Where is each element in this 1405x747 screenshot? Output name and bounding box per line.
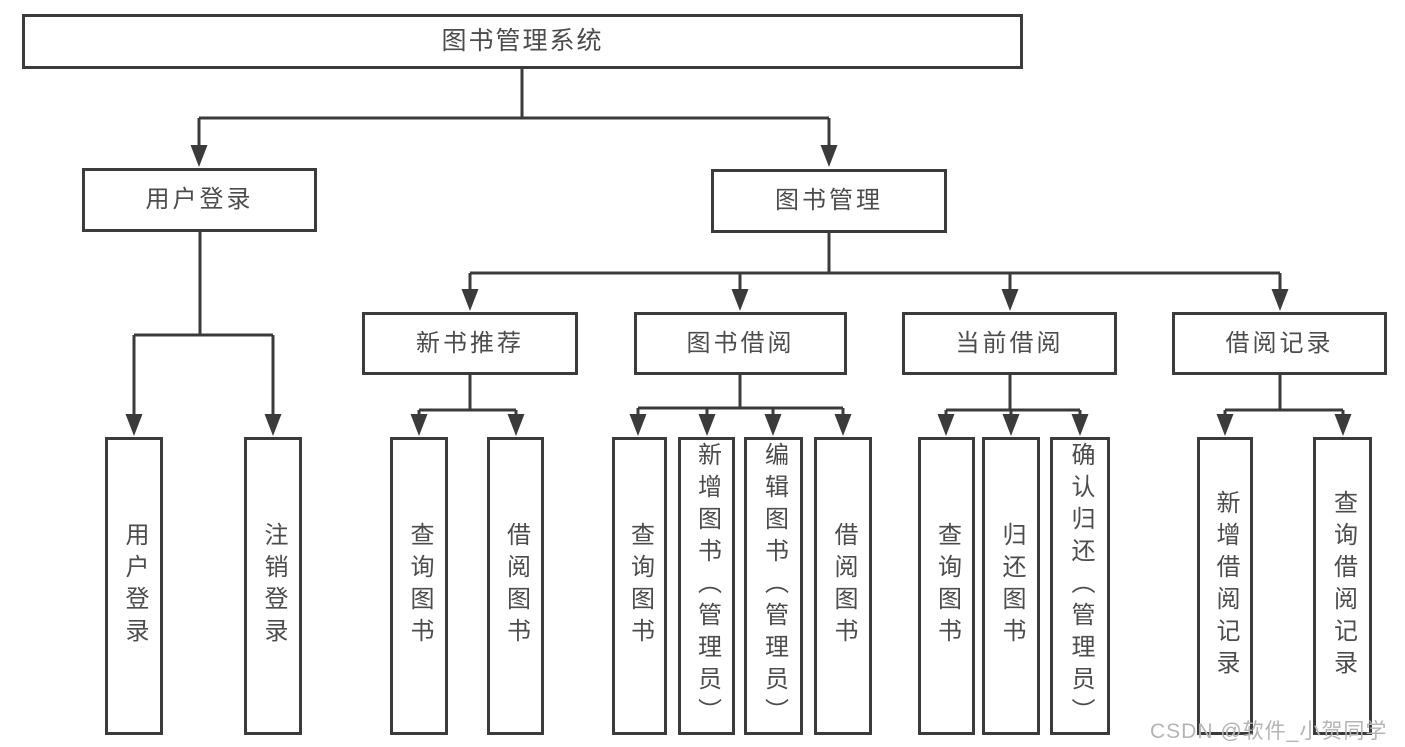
connector-root-to-level2 [190,69,838,167]
leaf-borrow-books-recommend-label: 借阅图书 [502,522,530,650]
connector-user-login-children [125,232,282,436]
leaf-logout: 注销登录 [244,437,302,735]
node-current-borrowing: 当前借阅 [902,312,1117,375]
leaf-logout-label: 注销登录 [260,522,287,650]
node-borrowing-records: 借阅记录 [1172,312,1387,375]
leaf-edit-books-admin-label: 编辑图书（管理员） [760,442,788,730]
node-new-book-recommend: 新书推荐 [362,312,578,375]
leaf-confirm-return-admin-label: 确认归还（管理员） [1067,442,1094,730]
leaf-borrow-books-borrowing-label: 借阅图书 [830,522,857,650]
leaf-query-books-current-label: 查询图书 [933,522,961,650]
node-book-management: 图书管理 [711,169,947,233]
leaf-query-books-borrowing: 查询图书 [612,437,667,735]
leaf-confirm-return-admin: 确认归还（管理员） [1050,437,1110,735]
leaf-add-books-admin-label: 新增图书（管理员） [693,442,721,730]
leaf-borrow-books-borrowing: 借阅图书 [814,437,872,735]
connector-new-book-recommend-children [410,375,525,436]
leaf-add-books-admin: 新增图书（管理员） [678,437,735,735]
leaf-return-books: 归还图书 [982,437,1040,735]
connector-book-borrowing-children [629,375,852,436]
leaf-borrow-books-recommend: 借阅图书 [487,437,544,735]
leaf-query-borrow-record: 查询借阅记录 [1313,437,1372,735]
leaf-query-books-current: 查询图书 [918,437,975,735]
leaf-add-borrow-record-label: 新增借阅记录 [1212,490,1239,682]
leaf-query-books-borrowing-label: 查询图书 [626,522,654,650]
connector-borrowing-records-children [1216,375,1352,436]
csdn-watermark: CSDN @软件_小贺同学 [1150,720,1388,743]
node-user-login: 用户登录 [82,168,317,232]
node-library-system: 图书管理系统 [22,14,1023,69]
leaf-query-books-recommend-label: 查询图书 [406,522,433,650]
connector-current-borrowing-children [937,375,1089,436]
leaf-return-books-label: 归还图书 [998,522,1025,650]
connector-book-management-children [461,233,1289,311]
leaf-edit-books-admin: 编辑图书（管理员） [744,437,803,735]
leaf-user-login: 用户登录 [105,437,163,735]
leaf-user-login-label: 用户登录 [121,522,148,650]
leaf-query-books-recommend: 查询图书 [390,437,448,735]
leaf-query-borrow-record-label: 查询借阅记录 [1329,490,1357,682]
node-book-borrowing: 图书借阅 [634,312,847,375]
leaf-add-borrow-record: 新增借阅记录 [1197,437,1253,735]
